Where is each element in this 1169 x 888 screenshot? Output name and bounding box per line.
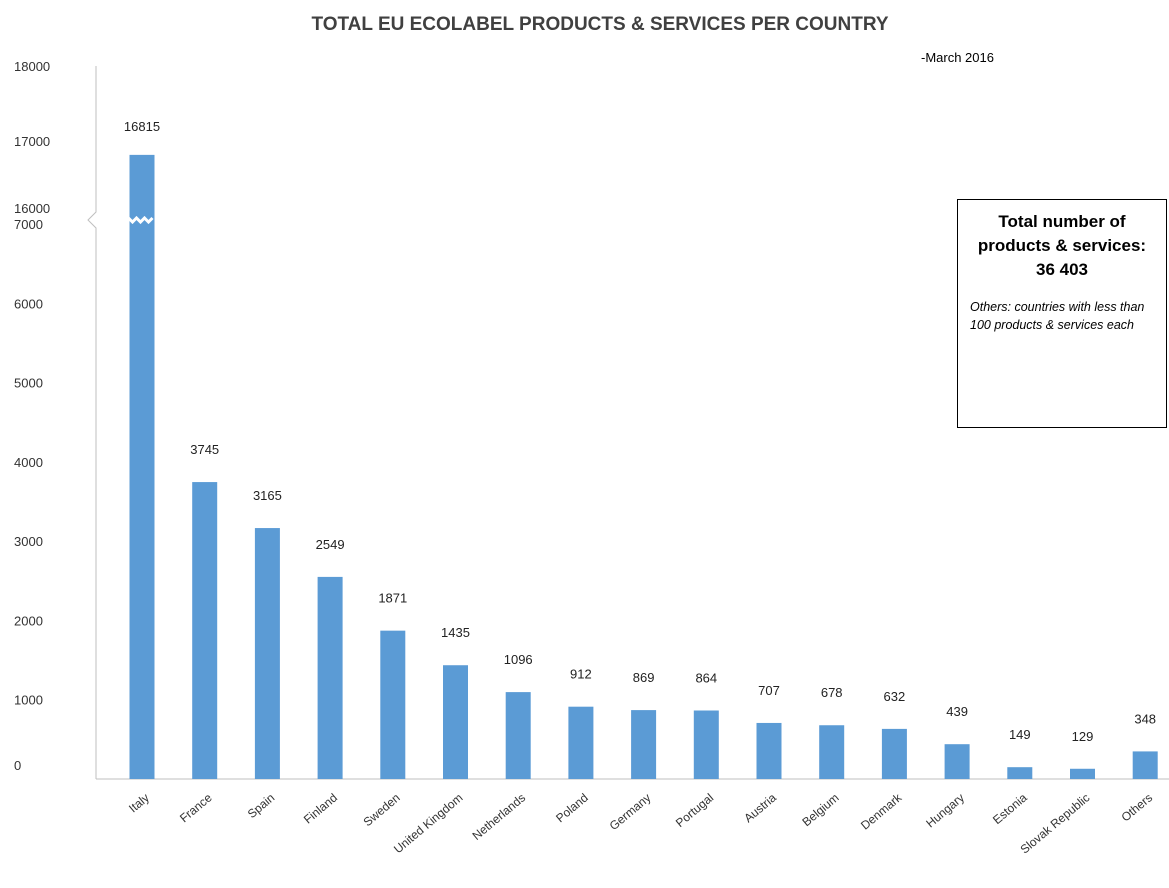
data-label: 439 <box>946 704 968 719</box>
y-tick-label: 18000 <box>14 59 50 74</box>
data-label: 149 <box>1009 727 1031 742</box>
category-label: Germany <box>607 791 654 833</box>
bar-estonia <box>1007 767 1033 779</box>
chart-title: TOTAL EU ECOLABEL PRODUCTS & SERVICES PE… <box>311 14 888 35</box>
category-label: United Kingdom <box>391 791 465 857</box>
category-label: Belgium <box>799 791 841 830</box>
bar-poland <box>568 706 594 779</box>
summary-note: Others: countries with less than 100 pro… <box>970 300 1145 332</box>
bar-sweden <box>380 630 406 779</box>
y-tick-label: 1000 <box>14 693 43 708</box>
bar-france <box>192 482 218 779</box>
data-label: 1096 <box>504 652 533 667</box>
data-label: 1435 <box>441 625 470 640</box>
bar-finland <box>317 576 343 779</box>
category-label: Hungary <box>923 791 967 831</box>
y-tick-label: 2000 <box>14 613 43 628</box>
category-label: France <box>177 790 215 825</box>
data-label: 869 <box>633 670 655 685</box>
bar-others <box>1132 751 1158 779</box>
bar-portugal <box>693 710 719 779</box>
data-label: 2549 <box>316 537 345 552</box>
data-label: 707 <box>758 683 780 698</box>
bar-slovak-republic <box>1070 768 1095 779</box>
chart-subtitle: -March 2016 <box>921 50 994 65</box>
category-label: Portugal <box>673 791 716 830</box>
bar-austria <box>756 722 782 779</box>
y-tick-label: 0 <box>14 758 21 773</box>
category-label: Others <box>1119 791 1156 825</box>
bar-netherlands <box>505 692 531 779</box>
data-label: 678 <box>821 685 843 700</box>
data-label: 129 <box>1072 729 1094 744</box>
category-label: Netherlands <box>470 791 529 843</box>
data-label: 16815 <box>124 119 160 134</box>
y-tick-label: 16000 <box>14 201 50 216</box>
y-tick-label: 4000 <box>14 455 43 470</box>
data-label: 3165 <box>253 488 282 503</box>
category-label: Estonia <box>990 790 1030 827</box>
summary-total: 36 403 <box>1036 260 1088 279</box>
y-tick-label: 6000 <box>14 296 43 311</box>
category-label: Poland <box>553 791 591 826</box>
data-label: 632 <box>884 689 906 704</box>
data-label: 912 <box>570 667 592 682</box>
category-label: Sweden <box>361 791 403 830</box>
y-axis-line <box>87 66 97 779</box>
y-tick-label: 5000 <box>14 376 43 391</box>
category-label: Finland <box>301 791 340 827</box>
category-label: Italy <box>126 791 152 816</box>
data-label: 1871 <box>378 591 407 606</box>
summary-heading: Total number of products & services: <box>977 212 1147 255</box>
bar-hungary <box>944 744 970 779</box>
y-tick-label: 7000 <box>14 217 43 232</box>
chart-bars <box>127 154 1158 779</box>
data-label: 348 <box>1134 711 1156 726</box>
bar-belgium <box>819 725 845 779</box>
category-label: Spain <box>245 791 278 821</box>
data-label: 864 <box>695 670 717 685</box>
category-label: Austria <box>741 790 779 825</box>
y-tick-label: 17000 <box>14 134 50 149</box>
category-label: Denmark <box>858 790 905 833</box>
y-tick-label: 3000 <box>14 534 43 549</box>
total-summary-box: Total number of products & services: 36 … <box>957 199 1167 428</box>
data-label: 3745 <box>190 442 219 457</box>
bar-break-mark <box>127 215 154 225</box>
bar-denmark <box>881 728 907 779</box>
bar-spain <box>254 528 280 779</box>
bar-united-kingdom <box>443 665 468 779</box>
bar-germany <box>631 710 657 779</box>
bar-italy <box>129 154 155 779</box>
